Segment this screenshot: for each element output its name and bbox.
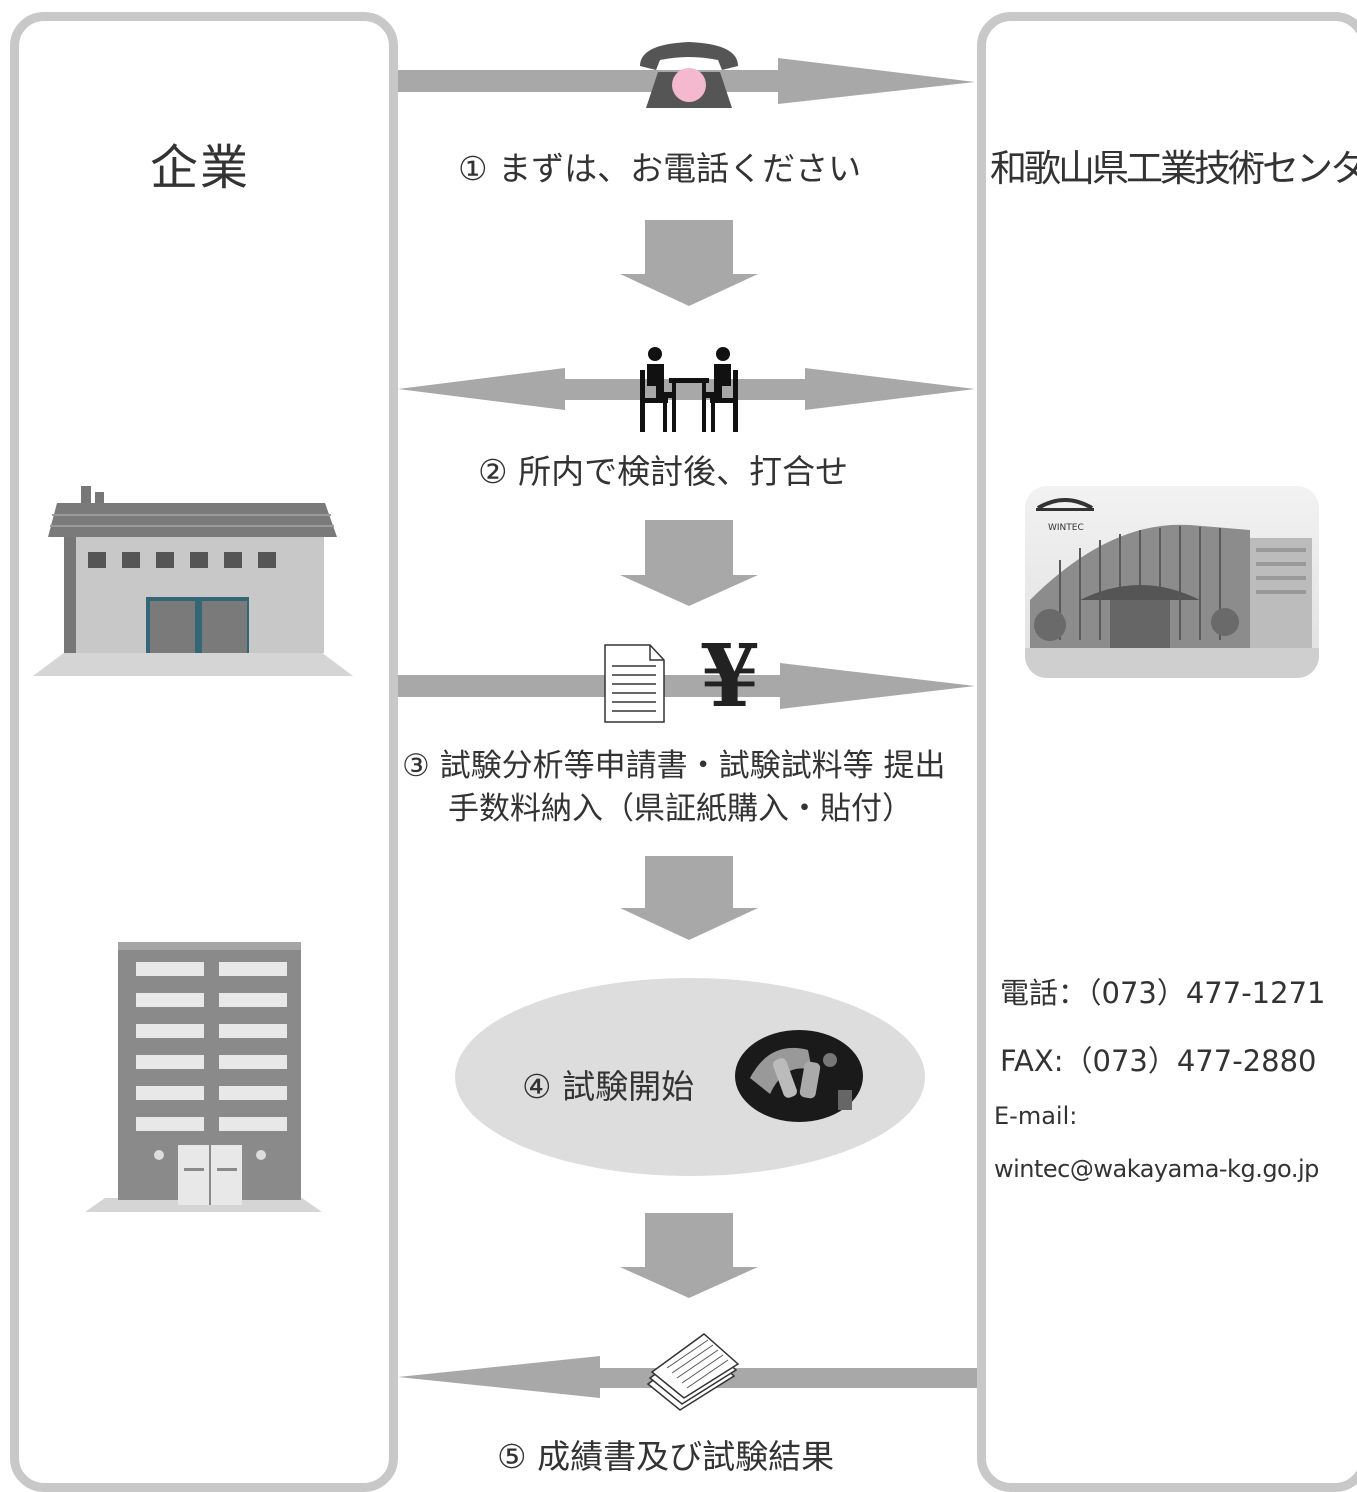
down-arrow-4 (620, 1213, 758, 1298)
fax-number: FAX:（073）477-2880 (1000, 1044, 1317, 1078)
down-arrow-2 (620, 520, 758, 606)
step5-label: ⑤ 成績書及び試験結果 (497, 1437, 835, 1476)
down-arrows (620, 220, 758, 1298)
step3-label-line1: ③ 試験分析等申請書・試験試料等 提出 (402, 748, 946, 784)
phone-number: 電話：（073）477-1271 (1000, 976, 1326, 1010)
company-panel (10, 12, 398, 1492)
yen-icon: ¥ (700, 626, 760, 727)
wintec-sign: WINTEC (1048, 523, 1084, 533)
step2-label: ② 所内で検討後、打合せ (478, 452, 849, 491)
telephone-icon (640, 42, 738, 108)
factory-illustration (33, 486, 353, 676)
microscope-icon (735, 1030, 863, 1122)
company-title: 企業 (150, 140, 251, 196)
meeting-people-icon (640, 347, 738, 432)
step3-label-line2: 手数料納入（県証紙購入・貼付） (448, 791, 913, 827)
wintec-title: 和歌山県工業技術センター (990, 147, 1357, 190)
arrow-step3 (398, 663, 975, 709)
office-building-illustration (85, 942, 322, 1212)
step1-label: ① まずは、お電話ください (458, 149, 862, 188)
arrow-step2 (398, 368, 975, 410)
email-label: E-mail: (994, 1102, 1078, 1130)
wintec-building-photo: WINTEC (1025, 486, 1319, 678)
document-icon (604, 644, 665, 723)
step4-label: ④ 試験開始 (522, 1067, 695, 1106)
wintec-panel (977, 12, 1357, 1492)
down-arrow-3 (620, 856, 758, 940)
email-address[interactable]: wintec@wakayama-kg.go.jp (994, 1155, 1319, 1183)
report-papers-icon (646, 1333, 740, 1411)
down-arrow-1 (620, 220, 758, 306)
